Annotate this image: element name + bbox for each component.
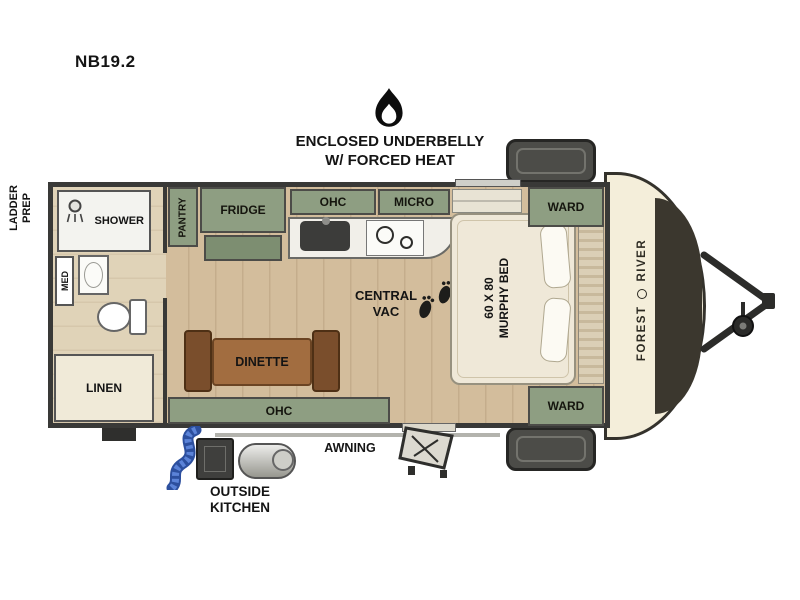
- stabilizer-jack: [102, 428, 136, 441]
- underbelly-note: ENCLOSED UNDERBELLY W/ FORCED HEAT: [250, 132, 530, 170]
- underbelly-text-line2: W/ FORCED HEAT: [325, 152, 455, 169]
- wardrobe-bottom: WARD: [528, 386, 604, 426]
- ladder-prep-line2: PREP: [21, 193, 33, 223]
- outside-kitchen-griddle: [204, 446, 226, 472]
- front-window: [655, 198, 702, 414]
- brand-word-river: RIVER: [636, 238, 648, 282]
- bed-name-label: MURPHY BED: [497, 257, 511, 339]
- footprints-icon: [419, 280, 454, 319]
- burner-icon-small: [400, 236, 413, 249]
- central-vac-line1: CENTRAL: [354, 288, 418, 303]
- bed-headboard: [578, 226, 604, 384]
- microwave: MICRO: [378, 189, 450, 215]
- pillow-bottom: [539, 296, 572, 364]
- shower-head-icon: [66, 199, 84, 223]
- fridge: FRIDGE: [200, 187, 286, 233]
- window-top-wall: [455, 179, 521, 187]
- entry-step: [398, 426, 454, 478]
- bathroom-wall-lower: [163, 298, 167, 428]
- linen-cabinet: LINEN: [54, 354, 154, 422]
- outside-kitchen-label: OUTSIDE KITCHEN: [178, 484, 302, 516]
- sink-bowl: [84, 262, 103, 288]
- model-label: NB19.2: [75, 52, 136, 71]
- flex-hose-icon: [166, 426, 202, 490]
- dinette-table: DINETTE: [212, 338, 312, 386]
- med-label: MED: [59, 271, 70, 291]
- ladder-prep-line1: LADDER: [8, 185, 20, 231]
- flame-icon: [375, 88, 403, 127]
- toilet-tank: [129, 299, 147, 335]
- central-vac-label: CENTRAL VAC: [330, 288, 442, 320]
- medicine-cabinet: MED: [55, 256, 74, 306]
- wheel-bottom: [506, 427, 596, 471]
- wheel-top-tread: [516, 148, 586, 174]
- outside-kitchen-unit: [196, 438, 234, 480]
- outside-kitchen-line2: KITCHEN: [210, 500, 270, 515]
- burner-icon-large: [376, 226, 394, 244]
- shower-label: SHOWER: [94, 215, 145, 227]
- faucet-icon: [322, 217, 330, 225]
- overhead-cabinet-bottom: OHC: [168, 397, 390, 424]
- cooktop: [366, 220, 424, 256]
- bed-size-label: 60 X 80: [482, 277, 496, 319]
- wardrobe-top: WARD: [528, 187, 604, 227]
- bathroom-sink: [78, 255, 109, 295]
- pillow-top: [539, 222, 572, 290]
- mattress-outline: [457, 220, 569, 378]
- hitch-a-frame: [700, 251, 775, 353]
- wheel-bottom-tread: [516, 436, 586, 462]
- toilet-bowl: [97, 302, 131, 332]
- brand-label: FOREST RIVER: [633, 225, 651, 375]
- dinette-bench-right: [312, 330, 340, 392]
- dinette-bench-left: [184, 330, 212, 392]
- awning-rail: [215, 433, 500, 437]
- shower-stall: SHOWER: [57, 190, 151, 252]
- pantry-label: PANTRY: [177, 197, 189, 237]
- central-vac-line2: VAC: [372, 304, 400, 319]
- outside-kitchen-line1: OUTSIDE: [209, 484, 270, 499]
- underbelly-text-line1: ENCLOSED UNDERBELLY: [295, 133, 485, 150]
- brand-word-forest: FOREST: [636, 305, 648, 362]
- kitchen-sink: [300, 221, 350, 251]
- pantry-cabinet: PANTRY: [168, 187, 198, 247]
- bedside-shelf: [452, 189, 522, 213]
- awning-label: AWNING: [324, 441, 376, 455]
- fridge-counter: [204, 235, 282, 261]
- bathroom-wall-upper: [163, 187, 167, 253]
- forest-river-logo-icon: [637, 288, 647, 299]
- water-heater-cap: [272, 449, 294, 471]
- murphy-bed-label: 60 X 80 MURPHY BED: [482, 232, 514, 364]
- overhead-cabinet-top: OHC: [290, 189, 376, 215]
- wheel-top: [506, 139, 596, 183]
- ladder-prep-label: LADDER PREP: [8, 166, 44, 250]
